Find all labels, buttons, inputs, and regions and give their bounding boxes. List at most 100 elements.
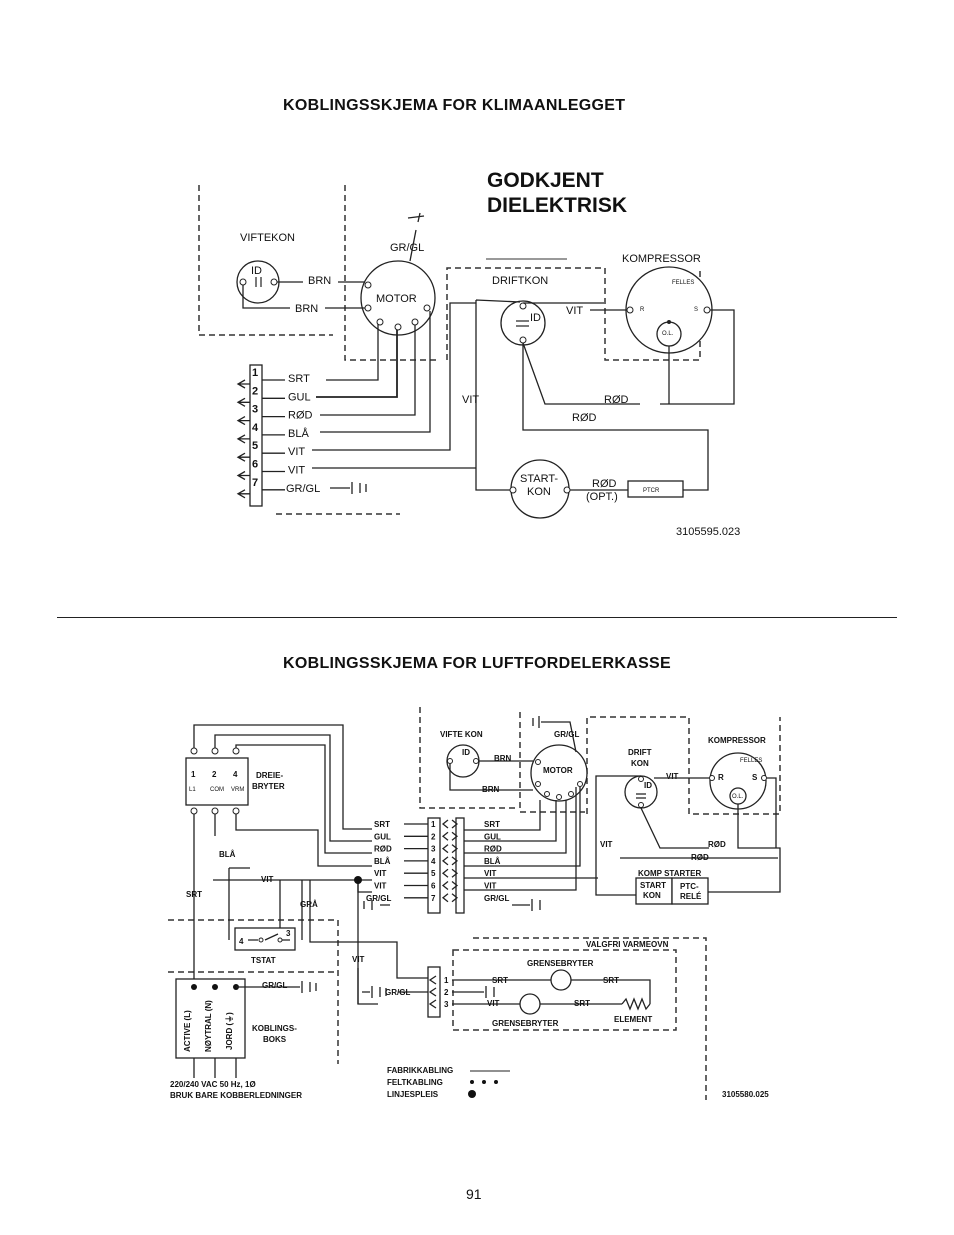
label-valgfri: VALGFRI VARMEOVN bbox=[586, 940, 669, 949]
label-ol-bottom: O.L. bbox=[732, 794, 744, 800]
label-srt-h3: SRT bbox=[574, 999, 590, 1008]
label-driftkon: DRIFTKON bbox=[492, 275, 548, 287]
label-start-kon-b2: KON bbox=[643, 891, 661, 900]
top-wire-label: GUL bbox=[288, 391, 311, 403]
switch-position-1: 1 bbox=[191, 770, 196, 779]
label-jord: JORD (⏚) bbox=[225, 1012, 234, 1050]
run-cap-id: ID bbox=[530, 312, 541, 324]
enclosure-dashed-motor bbox=[344, 185, 440, 361]
label-rod-2: RØD bbox=[572, 412, 597, 424]
label-bla-left: BLÅ bbox=[219, 850, 236, 859]
label-vit-h: VIT bbox=[487, 999, 500, 1008]
label-brn-1: BRN bbox=[308, 275, 331, 287]
label-ol: O.L. bbox=[662, 331, 674, 337]
limit-switch-2 bbox=[519, 993, 541, 1015]
label-grgl-box: GR/GL bbox=[262, 981, 287, 990]
supply-voltage: 220/240 VAC 50 Hz, 1Ø bbox=[170, 1080, 256, 1089]
rotary-switch bbox=[185, 757, 249, 806]
label-dreiebryter-2: BRYTER bbox=[252, 782, 285, 791]
label-grgl-h: GR/GL bbox=[385, 988, 410, 997]
heater-terminal-2: 2 bbox=[444, 988, 449, 997]
enclosure-dashed-drift bbox=[446, 267, 701, 361]
label-rod-b2: RØD bbox=[691, 853, 709, 862]
center-wire-right: GR/GL bbox=[484, 894, 509, 903]
bottom-part-number: 3105580.025 bbox=[722, 1090, 769, 1099]
top-wire-label: VIT bbox=[288, 446, 305, 458]
switch-position-2: 2 bbox=[212, 770, 217, 779]
label-drift-kon-1: DRIFT bbox=[628, 748, 652, 757]
label-tstat: TSTAT bbox=[251, 956, 276, 965]
center-terminal-plug bbox=[455, 817, 465, 914]
center-wire-right: BLÅ bbox=[484, 857, 501, 866]
heater-box bbox=[452, 949, 677, 1031]
section-divider bbox=[57, 617, 897, 618]
label-kompressor: KOMPRESSOR bbox=[622, 253, 701, 265]
label-felles-bottom: FELLES bbox=[740, 758, 762, 764]
label-ptc-1: PTC- bbox=[680, 882, 699, 891]
center-terminal-7: 7 bbox=[431, 894, 436, 903]
tstat-terminal-3: 3 bbox=[286, 929, 291, 938]
line-splice bbox=[354, 876, 362, 884]
label-brn-2: BRN bbox=[295, 303, 318, 315]
center-terminal-1: 1 bbox=[431, 820, 436, 829]
top-terminal-4: 4 bbox=[252, 422, 259, 434]
run-cap-id-bottom: ID bbox=[644, 781, 652, 790]
center-wire-left: RØD bbox=[374, 845, 392, 854]
top-wire-label: GR/GL bbox=[286, 483, 320, 495]
label-brn-b1: BRN bbox=[494, 754, 512, 763]
tstat-terminal-4: 4 bbox=[239, 937, 244, 946]
page-number: 91 bbox=[466, 1186, 482, 1202]
center-wire-right: SRT bbox=[484, 820, 500, 829]
label-kompressor-bottom: KOMPRESSOR bbox=[708, 736, 766, 745]
label-grensebryter-2: GRENSEBRYTER bbox=[492, 1019, 559, 1028]
fan-motor-bottom bbox=[530, 744, 588, 802]
label-vit-mid: VIT bbox=[352, 955, 365, 964]
label-vit-drift: VIT bbox=[566, 305, 583, 317]
heater-terminal-1: 1 bbox=[444, 976, 449, 985]
junction-box bbox=[175, 978, 246, 1059]
top-terminal-2: 2 bbox=[252, 385, 258, 397]
label-srt-h1: SRT bbox=[492, 976, 508, 985]
legend-splice-dot bbox=[468, 1090, 476, 1098]
heater-enclosure bbox=[473, 937, 707, 1100]
legend-felt: FELTKABLING bbox=[387, 1078, 443, 1087]
label-ptcr: PTCR bbox=[643, 488, 660, 494]
fan-cap-id-bottom: ID bbox=[462, 748, 470, 757]
thermostat bbox=[234, 927, 296, 951]
switch-position-4: 4 bbox=[233, 770, 238, 779]
top-terminal-5: 5 bbox=[252, 440, 258, 452]
center-wire-left: GR/GL bbox=[366, 894, 391, 903]
label-vit-left: VIT bbox=[261, 875, 274, 884]
switch-label: L1 bbox=[189, 787, 196, 793]
center-wire-left: BLÅ bbox=[374, 857, 391, 866]
label-motor-bottom: MOTOR bbox=[543, 766, 573, 775]
limit-switch-1 bbox=[550, 969, 572, 991]
center-terminal-6: 6 bbox=[431, 882, 436, 891]
label-vifte-kon: VIFTE KON bbox=[440, 730, 483, 739]
stamp-line-2: DIELEKTRISK bbox=[487, 194, 628, 217]
compressor-enclosure bbox=[586, 716, 781, 815]
label-s: S bbox=[694, 307, 698, 313]
label-dreiebryter-1: DREIE- bbox=[256, 771, 283, 780]
label-start-kon-1: START- bbox=[520, 473, 558, 485]
label-element: ELEMENT bbox=[614, 1015, 652, 1024]
top-wire-label: BLÅ bbox=[288, 427, 309, 440]
label-felles: FELLES bbox=[672, 280, 694, 286]
switch-label: VRM bbox=[231, 787, 244, 793]
label-brn-b2: BRN bbox=[482, 785, 500, 794]
label-noytral: NØYTRAL (N) bbox=[204, 1000, 213, 1052]
top-terminal-6: 6 bbox=[252, 459, 258, 471]
center-terminal-2: 2 bbox=[431, 832, 436, 841]
label-start-kon-2: KON bbox=[527, 486, 551, 498]
center-wire-left: SRT bbox=[374, 820, 390, 829]
label-srt-h2: SRT bbox=[603, 976, 619, 985]
label-grgl-motor: GR/GL bbox=[554, 730, 579, 739]
fan-enclosure bbox=[419, 707, 518, 809]
label-r: R bbox=[640, 307, 645, 313]
label-vit-komp: VIT bbox=[666, 772, 679, 781]
label-komp-starter: KOMP STARTER bbox=[638, 869, 701, 878]
stamp-line-1: GODKJENT bbox=[487, 169, 604, 192]
center-terminal-3: 3 bbox=[431, 845, 436, 854]
